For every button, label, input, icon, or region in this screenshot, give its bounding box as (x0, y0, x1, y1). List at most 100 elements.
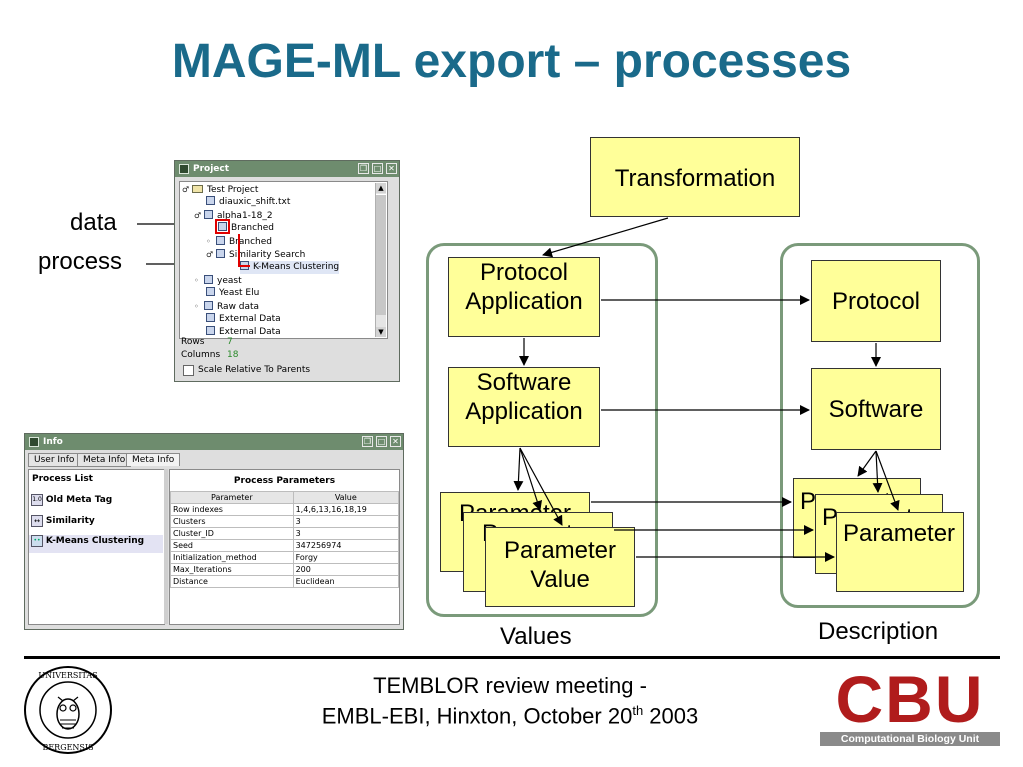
seal-text-bottom: BERGENSIS (42, 743, 93, 752)
value-col-header[interactable]: Value (292, 491, 400, 504)
data-icon (216, 249, 225, 258)
process-icon (215, 219, 230, 234)
tree-item[interactable]: ◦yeast (194, 275, 242, 286)
description-label: Description (818, 618, 939, 645)
meta-tag-icon: 1.0 (31, 494, 43, 506)
project-window-titlebar[interactable]: Project ❐ □ ✕ (175, 161, 399, 177)
scroll-down-icon[interactable]: ▼ (376, 327, 386, 337)
protocol-box: Protocol (811, 260, 941, 342)
rows-label: Rows (181, 337, 205, 347)
kmeans-icon: •• (31, 535, 43, 547)
data-icon (206, 287, 215, 296)
data-label: data (70, 209, 117, 236)
footer-line-2: EMBL-EBI, Hinxton, October 20th 2003 (321, 703, 699, 729)
footer-line-1: TEMBLOR review meeting - (373, 673, 647, 698)
process-list-header: Process List (32, 474, 93, 484)
protocol-application-box: Protocol Application (448, 257, 600, 337)
param-col-header[interactable]: Parameter (170, 491, 294, 504)
process-list-panel: Process List 1.0 Old Meta Tag ↔ Similari… (28, 469, 165, 625)
expand-toggle-icon[interactable]: ◦ (194, 276, 199, 285)
expand-toggle-icon[interactable]: ♂ (194, 211, 202, 220)
highlight-connector (238, 234, 250, 267)
window-icon (179, 164, 189, 174)
maximize-icon[interactable]: □ (376, 436, 387, 447)
software-box: Software (811, 368, 941, 450)
process-list-item-selected[interactable]: •• K-Means Clustering (29, 535, 163, 553)
scale-checkbox[interactable] (183, 365, 194, 376)
tree-item-selected[interactable]: Branched (215, 219, 274, 235)
expand-toggle-icon[interactable]: ♂ (182, 185, 190, 194)
process-list-item[interactable]: ↔ Similarity (31, 515, 161, 531)
parameter-value-box: Parameter Value (485, 527, 635, 607)
slide-title: MAGE-ML export – processes (171, 35, 852, 88)
close-icon[interactable]: ✕ (390, 436, 401, 447)
expand-toggle-icon[interactable]: ♂ (206, 250, 214, 259)
tree-item[interactable]: ◦Branched (206, 236, 272, 247)
params-header: Process Parameters (233, 476, 336, 486)
columns-label: Columns (181, 350, 221, 360)
columns-value: 18 (227, 350, 239, 360)
tree-item[interactable]: ◦Raw data (194, 301, 260, 312)
split-divider[interactable] (164, 469, 168, 624)
data-icon (206, 196, 215, 205)
project-window: Project ❐ □ ✕ ♂Test Project diauxic_shif… (174, 160, 400, 382)
process-list-item[interactable]: 1.0 Old Meta Tag (31, 494, 113, 506)
transformation-box: Transformation (590, 137, 800, 217)
project-tree: ♂Test Project diauxic_shift.txt ♂alpha1-… (179, 181, 388, 339)
expand-toggle-icon[interactable]: ◦ (194, 302, 199, 311)
scroll-up-icon[interactable]: ▲ (376, 183, 386, 193)
tab-meta-info[interactable]: Meta Info (77, 453, 132, 467)
project-window-title: Project (193, 164, 230, 174)
tree-item[interactable]: ♂Similarity Search (206, 249, 306, 260)
similarity-icon: ↔ (31, 515, 43, 527)
cbu-logo: CBU Computational Biology Unit (820, 666, 1000, 748)
parameter-box: Parameter (836, 512, 964, 592)
description-group (780, 243, 980, 608)
values-group (426, 243, 658, 617)
tree-item[interactable]: ♂alpha1-18_2 (194, 210, 273, 221)
footer-divider (24, 656, 1000, 659)
data-icon (204, 210, 213, 219)
tree-item[interactable]: Yeast Elu (206, 287, 259, 300)
data-icon (204, 275, 213, 284)
seal-text-top: UNIVERSITAS (38, 671, 97, 680)
rows-value: 7 (227, 337, 233, 347)
software-application-box: Software Application (448, 367, 600, 447)
expand-toggle-icon[interactable]: ◦ (206, 237, 211, 246)
info-window-title: Info (43, 437, 63, 447)
maximize-icon[interactable]: □ (372, 163, 383, 174)
tree-item[interactable]: diauxic_shift.txt (206, 196, 290, 209)
process-label: process (38, 248, 123, 275)
cbu-logo-text: CBU (835, 662, 985, 736)
data-icon (216, 236, 225, 245)
folder-icon (192, 185, 203, 193)
tree-item[interactable]: ♂Test Project (182, 185, 259, 195)
scale-checkbox-label: Scale Relative To Parents (198, 365, 311, 375)
close-icon[interactable]: ✕ (386, 163, 397, 174)
info-window-titlebar[interactable]: Info ❐ □ ✕ (25, 434, 403, 450)
restore-icon[interactable]: ❐ (362, 436, 373, 447)
restore-icon[interactable]: ❐ (358, 163, 369, 174)
data-icon (206, 313, 215, 322)
tree-item[interactable]: External Data (206, 326, 281, 338)
data-icon (204, 301, 213, 310)
values-label: Values (500, 623, 572, 650)
tree-item[interactable]: External Data (206, 313, 281, 326)
params-panel: Process Parameters Parameter Value Row i… (169, 469, 400, 625)
university-seal-logo: UNIVERSITAS BERGENSIS (24, 666, 112, 754)
tree-scrollbar[interactable]: ▲ ▼ (375, 183, 386, 337)
window-icon (29, 437, 39, 447)
cbu-logo-subtitle: Computational Biology Unit (820, 732, 1000, 746)
scroll-thumb[interactable] (376, 194, 386, 315)
info-window: Info ❐ □ ✕ User Info Meta Info Meta Info… (24, 433, 404, 630)
tab-meta-info-active[interactable]: Meta Info (126, 453, 181, 466)
data-icon (206, 326, 215, 335)
